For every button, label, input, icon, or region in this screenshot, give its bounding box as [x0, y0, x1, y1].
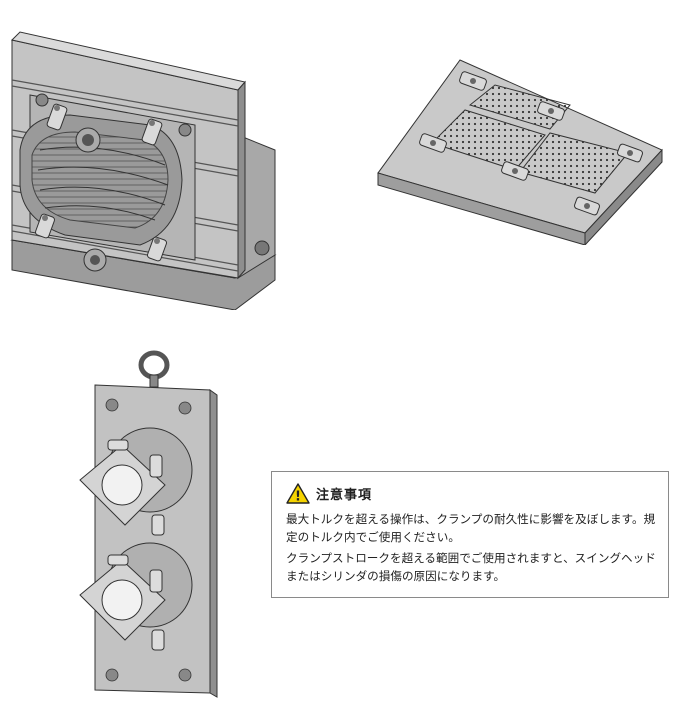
grid-plate-fixture-illustration — [377, 59, 663, 245]
caution-box: ! 注意事項 最大トルクを超える操作は、クランプの耐久性に影響を及ぼします。規定… — [271, 471, 669, 598]
caution-title: 注意事項 — [316, 487, 373, 503]
caution-paragraph: 最大トルクを超える操作は、クランプの耐久性に影響を及ぼします。規定のトルク内でご… — [286, 512, 656, 544]
warning-mark: ! — [295, 489, 301, 504]
angle-plate-fixture-illustration — [10, 31, 277, 310]
caution-paragraph: クランプストロークを超える範囲でご使用されますと、スイングヘッドまたはシリンダの… — [286, 551, 656, 583]
vertical-plate-fixture-illustration — [79, 350, 218, 698]
warning-triangle-icon: ! — [286, 482, 310, 504]
caution-header: ! 注意事項 — [286, 482, 658, 504]
